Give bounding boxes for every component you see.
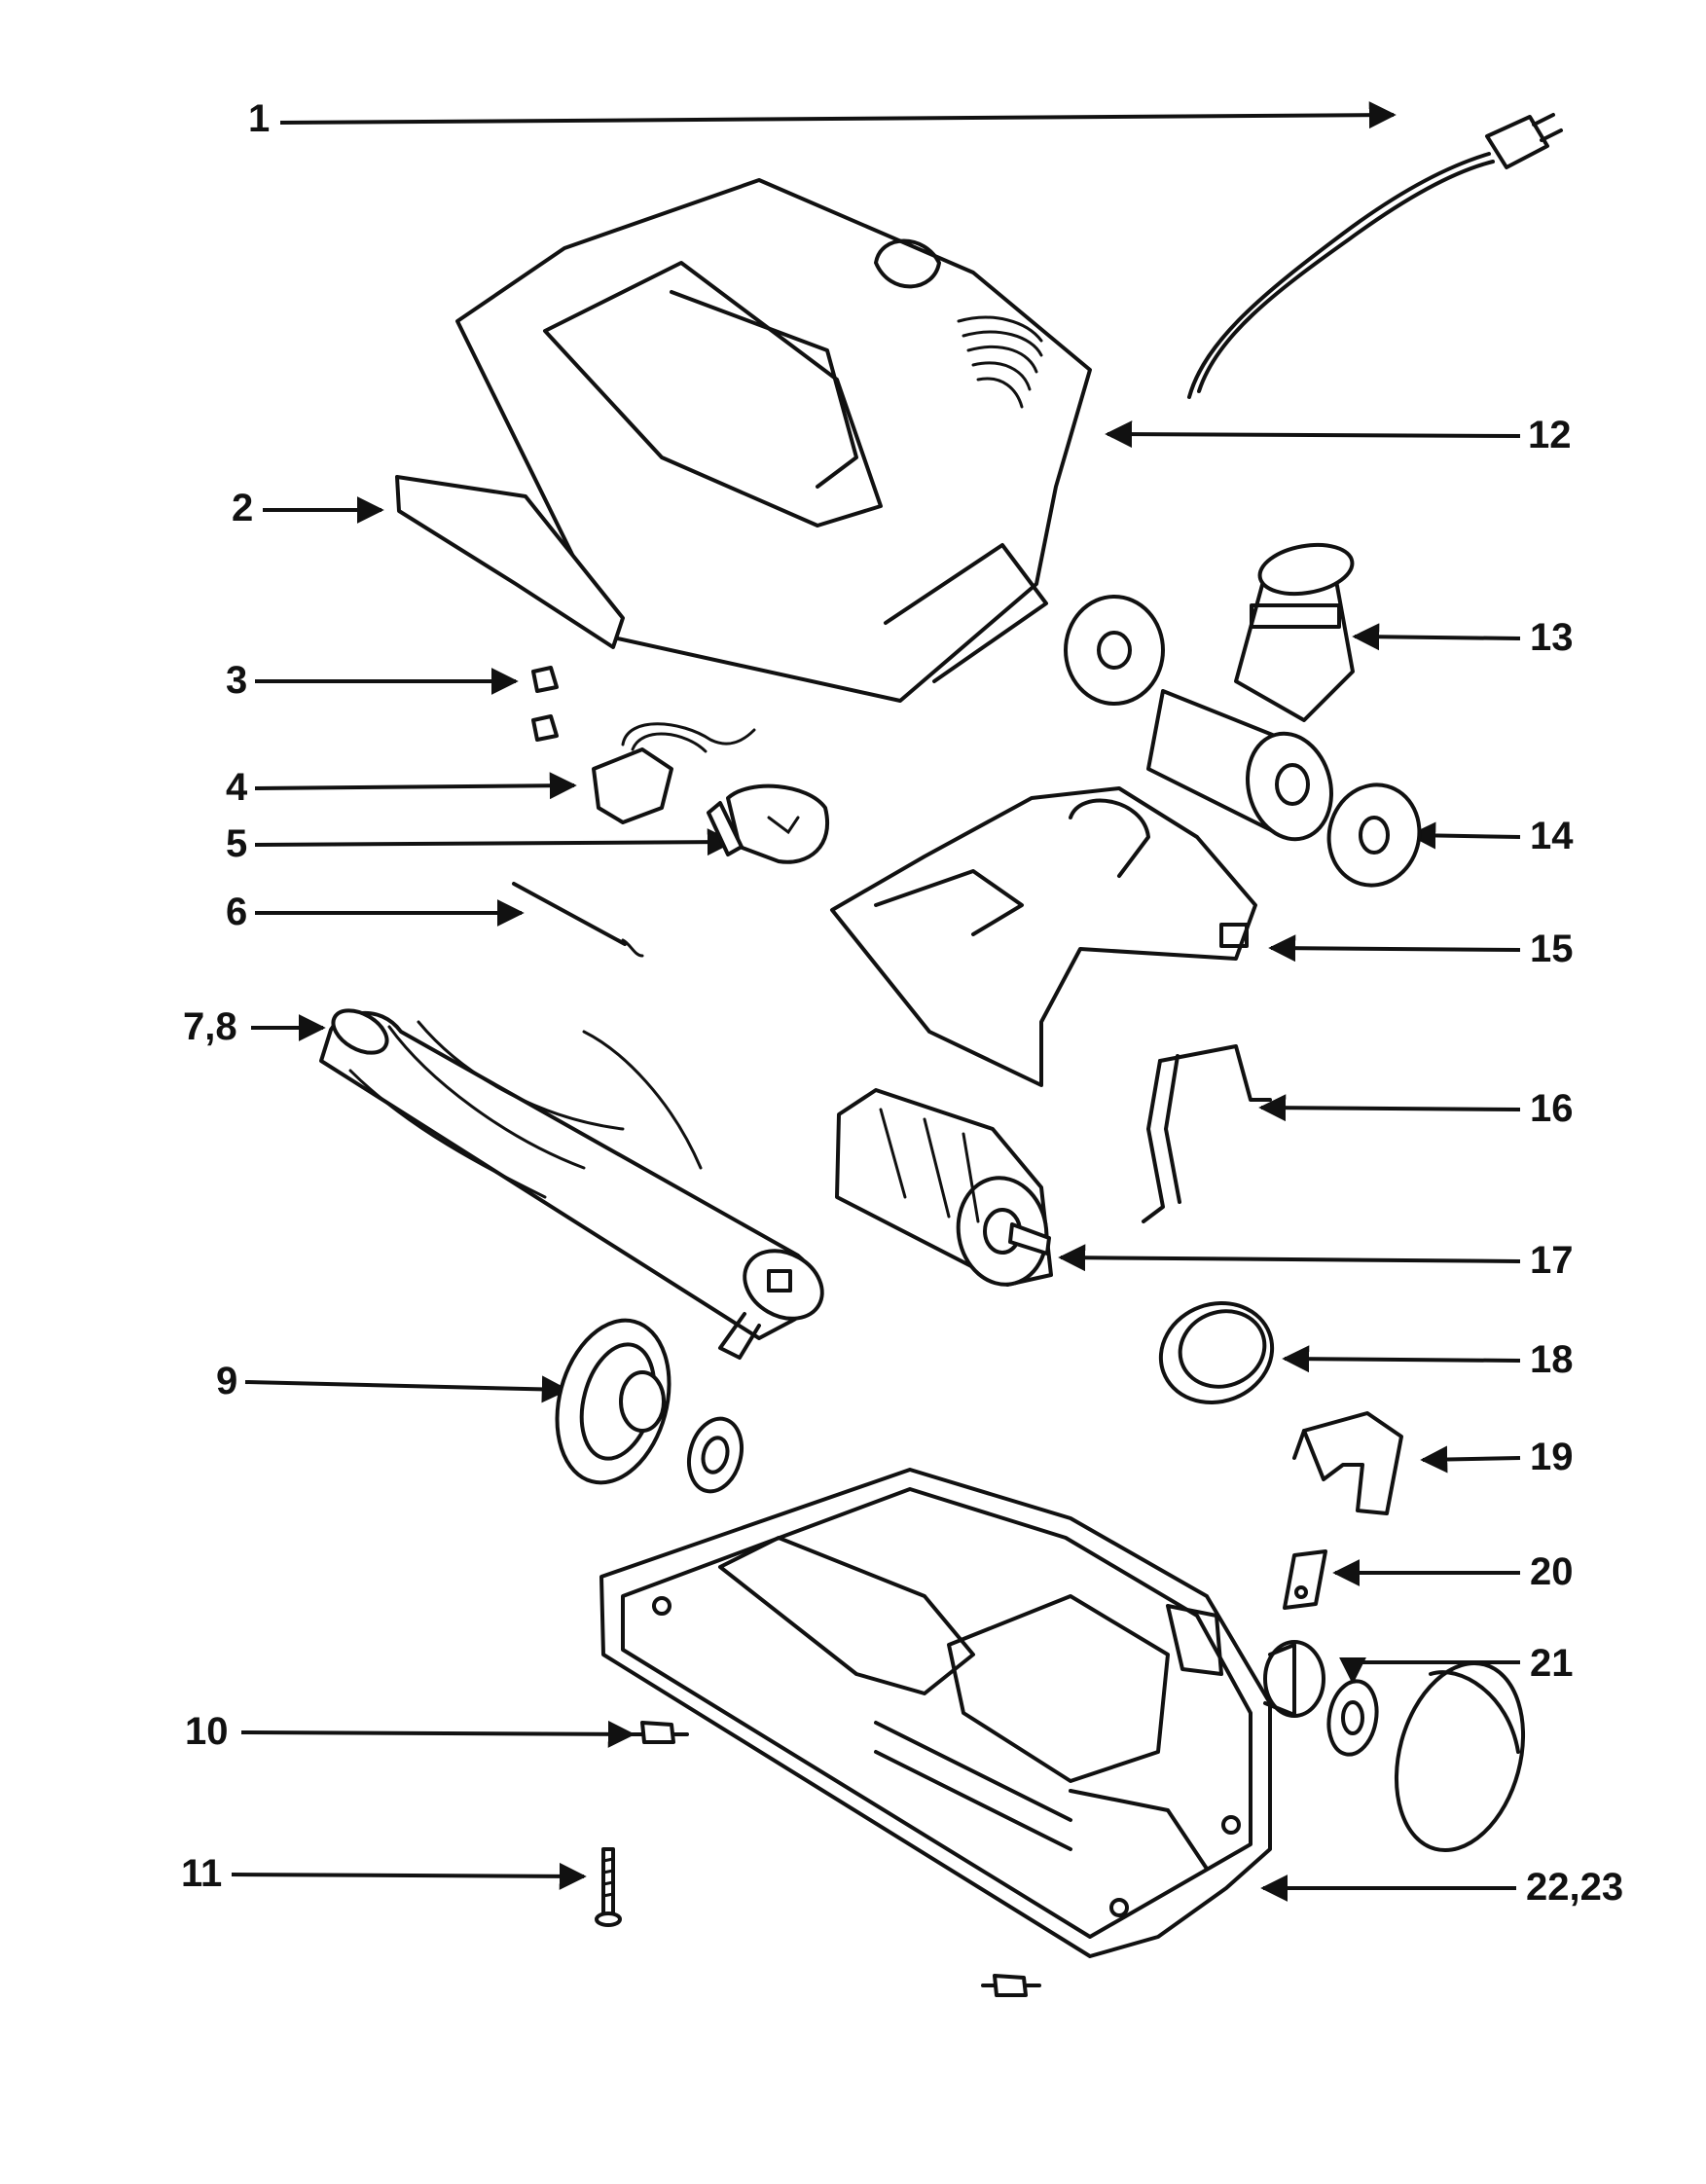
callout-3: 3 bbox=[226, 659, 247, 702]
leader-16 bbox=[1258, 1094, 1521, 1122]
leader-1 bbox=[279, 101, 1397, 129]
part-motor bbox=[835, 1088, 1053, 1287]
part-belt-guard bbox=[1292, 1411, 1403, 1515]
callout-10: 10 bbox=[185, 1710, 229, 1753]
callout-1: 1 bbox=[248, 97, 270, 140]
part-rear-wheel bbox=[1394, 1660, 1526, 1853]
leader-11 bbox=[231, 1862, 587, 1890]
callout-2: 2 bbox=[232, 487, 253, 529]
part-belt bbox=[1158, 1300, 1275, 1405]
callout-21: 21 bbox=[1530, 1642, 1574, 1685]
leader-10 bbox=[240, 1720, 635, 1748]
callout-6: 6 bbox=[226, 891, 247, 933]
part-rivet-10 bbox=[629, 1721, 689, 1744]
leader-13 bbox=[1352, 623, 1521, 651]
leader-17 bbox=[1058, 1244, 1521, 1272]
part-light-bulb bbox=[707, 783, 829, 864]
part-washer bbox=[1326, 783, 1422, 888]
leader-14 bbox=[1408, 821, 1521, 850]
leader-12 bbox=[1105, 420, 1521, 449]
callout-4: 4 bbox=[226, 766, 248, 809]
leader-arrows bbox=[231, 101, 1521, 1902]
part-nozzle-plate bbox=[830, 786, 1257, 1087]
callout-7-8: 7,8 bbox=[183, 1005, 237, 1048]
callout-9: 9 bbox=[216, 1360, 237, 1402]
callout-12: 12 bbox=[1528, 414, 1572, 456]
part-end-cap bbox=[555, 1318, 744, 1494]
part-rod bbox=[512, 882, 644, 958]
callout-22-23: 22,23 bbox=[1526, 1866, 1623, 1909]
callout-17: 17 bbox=[1530, 1239, 1574, 1282]
callout-15: 15 bbox=[1530, 928, 1574, 970]
part-bearing-housing bbox=[1064, 542, 1355, 842]
part-spring-clip bbox=[1283, 1549, 1327, 1610]
part-power-cord bbox=[1187, 113, 1563, 399]
leader-21 bbox=[1339, 1656, 1520, 1685]
part-rivet-lower bbox=[981, 1974, 1041, 1997]
part-base-housing bbox=[599, 1468, 1325, 1958]
leader-18 bbox=[1282, 1345, 1521, 1373]
part-lamp-socket bbox=[592, 722, 756, 824]
callout-16: 16 bbox=[1530, 1087, 1574, 1130]
callout-14: 14 bbox=[1530, 815, 1574, 857]
leader-9 bbox=[244, 1375, 569, 1403]
part-bumpers bbox=[531, 666, 559, 742]
callout-11: 11 bbox=[181, 1852, 222, 1895]
callout-20: 20 bbox=[1530, 1550, 1574, 1593]
callout-19: 19 bbox=[1530, 1436, 1574, 1478]
leader-19 bbox=[1420, 1445, 1521, 1474]
part-brush-roll bbox=[319, 1008, 824, 1360]
callout-18: 18 bbox=[1530, 1338, 1574, 1381]
leader-5 bbox=[254, 828, 735, 856]
callout-5: 5 bbox=[226, 822, 247, 865]
part-hood-cover bbox=[455, 178, 1092, 703]
callout-13: 13 bbox=[1530, 616, 1574, 659]
part-trim-strip bbox=[395, 475, 625, 649]
leader-4 bbox=[254, 772, 577, 800]
part-bracket bbox=[1142, 1044, 1272, 1223]
part-small-washer bbox=[1326, 1679, 1379, 1757]
part-screw-11 bbox=[595, 1847, 622, 1927]
leader-15 bbox=[1268, 934, 1521, 963]
callout-labels: 1 2 3 4 5 6 7,8 9 10 11 12 13 14 15 16 1… bbox=[181, 97, 1623, 1909]
